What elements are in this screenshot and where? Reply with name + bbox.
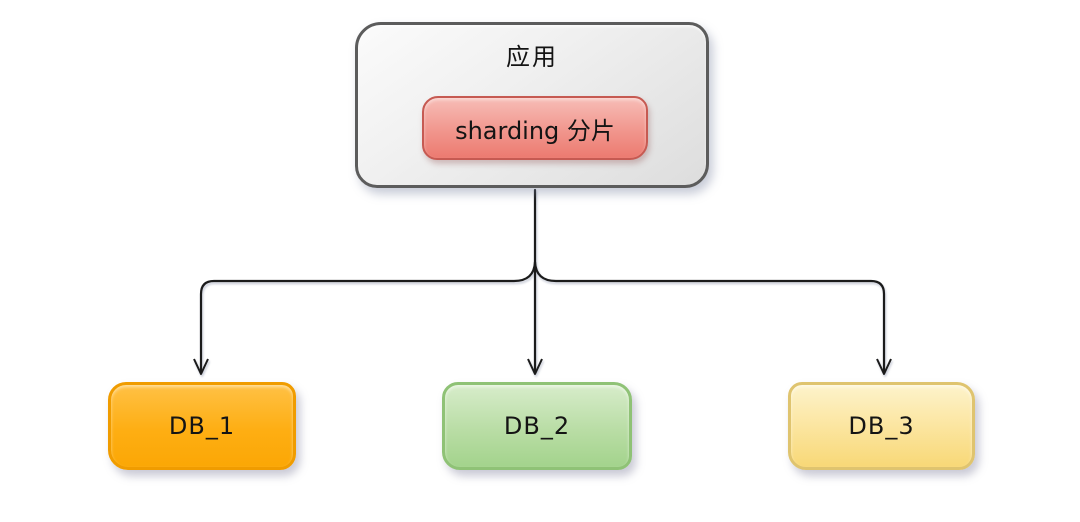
db-node-1: DB_1 xyxy=(108,382,296,470)
db-node-3: DB_3 xyxy=(788,382,975,470)
arrowhead-db1 xyxy=(193,358,209,375)
app-node-label: 应用 xyxy=(506,43,558,71)
edge-app-to-db3 xyxy=(533,260,886,373)
db-node-2: DB_2 xyxy=(442,382,632,470)
db-node-1-label: DB_1 xyxy=(168,412,236,440)
sharding-node: sharding 分片 xyxy=(422,96,648,160)
edge-app-to-db1 xyxy=(199,260,537,373)
arrowhead-db2 xyxy=(527,358,543,375)
db-node-2-label: DB_2 xyxy=(503,412,571,440)
sharding-node-label: sharding 分片 xyxy=(455,116,615,145)
app-node: 应用 xyxy=(355,22,709,188)
arrowhead-db3 xyxy=(876,358,892,375)
db-node-3-label: DB_3 xyxy=(848,412,915,440)
